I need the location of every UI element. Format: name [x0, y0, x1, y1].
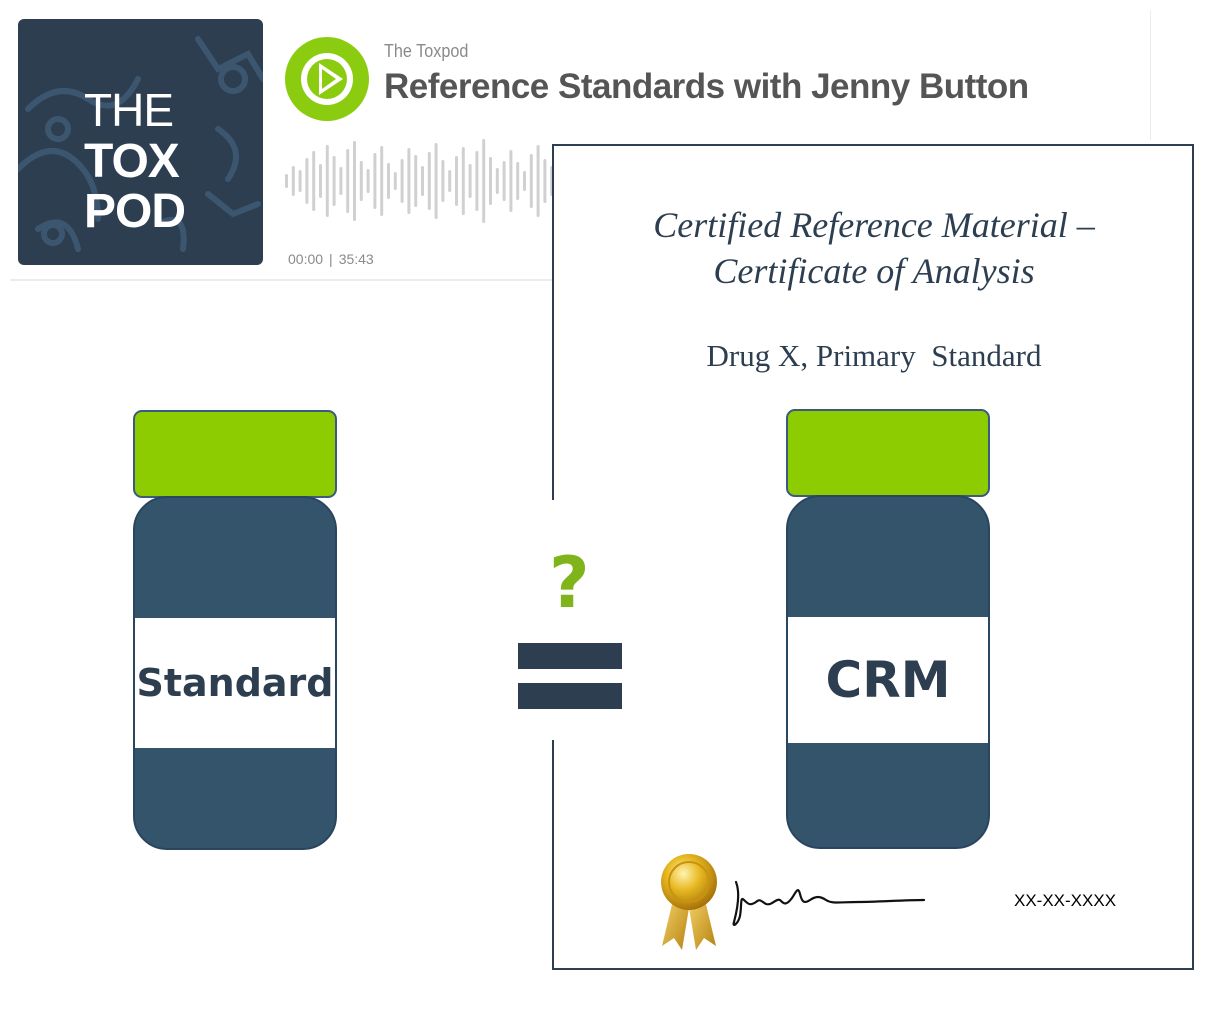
- waveform-bar: [468, 164, 472, 198]
- duration: 35:43: [338, 251, 374, 267]
- waveform-bar: [339, 167, 343, 195]
- vial-label-standard: Standard: [135, 618, 335, 748]
- time-display: 00:00 | 35:43: [288, 251, 374, 267]
- waveform-bar: [298, 170, 302, 192]
- waveform-bar: [346, 149, 350, 213]
- equals-sign-top-bar: [518, 643, 622, 669]
- signature-icon: [732, 880, 926, 926]
- waveform-bar: [516, 162, 520, 200]
- waveform-bar: [475, 151, 479, 211]
- waveform-bar: [509, 150, 513, 212]
- waveform-bar: [325, 145, 329, 217]
- waveform-bar: [393, 172, 397, 190]
- waveform-bar: [536, 145, 540, 217]
- waveform-bar: [482, 139, 486, 223]
- certificate-title: Certified Reference Material – Certifica…: [600, 202, 1148, 294]
- waveform-bar: [495, 168, 499, 194]
- waveform-bar: [441, 160, 445, 202]
- play-icon: [301, 53, 353, 105]
- question-mark: ?: [549, 542, 590, 624]
- award-ribbon-icon: [661, 854, 717, 950]
- waveform-bar: [332, 156, 336, 206]
- waveform-bar: [448, 170, 452, 192]
- player-divider: [1150, 10, 1151, 140]
- waveform-bar: [489, 157, 492, 205]
- waveform-bar: [455, 156, 458, 206]
- equals-sign-bottom-bar: [518, 683, 622, 709]
- waveform-bar: [543, 159, 547, 203]
- show-name[interactable]: The Toxpod: [384, 41, 469, 61]
- podcast-cover-art: THE TOX POD: [18, 19, 263, 265]
- logo-line-2: TOX: [84, 135, 180, 188]
- certificate-subtitle: Drug X, Primary Standard: [706, 338, 1042, 373]
- certificate-title-line-1: Certified Reference Material –: [653, 205, 1095, 245]
- vial-label-crm: CRM: [788, 617, 988, 743]
- waveform-bar: [529, 154, 533, 208]
- waveform-bar: [380, 146, 384, 216]
- logo-line-3: POD: [84, 185, 186, 238]
- time-separator: |: [329, 251, 333, 267]
- certificate-date: XX-XX-XXXX: [1014, 891, 1117, 910]
- waveform-bar: [427, 152, 431, 210]
- waveform-bar: [359, 161, 363, 201]
- waveform-bar: [461, 147, 465, 215]
- waveform-bar: [312, 151, 316, 211]
- audio-waveform[interactable]: [283, 136, 563, 226]
- molecule-pattern-icon: [18, 36, 263, 252]
- vial-body: Standard: [133, 496, 337, 850]
- podcast-logo-text: THE TOX POD: [84, 84, 186, 238]
- waveform-bar: [387, 163, 390, 199]
- certificate-title-line-2: Certificate of Analysis: [713, 251, 1035, 291]
- logo-line-1: THE: [84, 84, 174, 136]
- waveform-bar: [353, 141, 356, 221]
- waveform-bar: [285, 174, 288, 188]
- waveform-bar: [366, 169, 370, 193]
- waveform-bar: [502, 161, 506, 201]
- podcast-player: THE TOX POD The Toxpod Reference Standar…: [0, 0, 1160, 282]
- waveform-bar: [421, 166, 424, 196]
- waveform-bar: [414, 155, 418, 207]
- waveform-bar: [373, 153, 377, 209]
- waveform-bar: [523, 171, 526, 191]
- waveform-bar: [434, 143, 438, 219]
- episode-title[interactable]: Reference Standards with Jenny Button: [384, 67, 1029, 106]
- vial-cap: [786, 409, 990, 497]
- waveform-bar: [291, 166, 295, 196]
- waveform-bar: [319, 164, 322, 198]
- vial-cap: [133, 410, 337, 498]
- play-button[interactable]: [285, 37, 369, 121]
- waveform-bar: [305, 158, 309, 204]
- current-time: 00:00: [288, 251, 324, 267]
- vial-body: CRM: [786, 495, 990, 849]
- waveform-bar: [407, 148, 411, 214]
- waveform-bar: [400, 159, 404, 203]
